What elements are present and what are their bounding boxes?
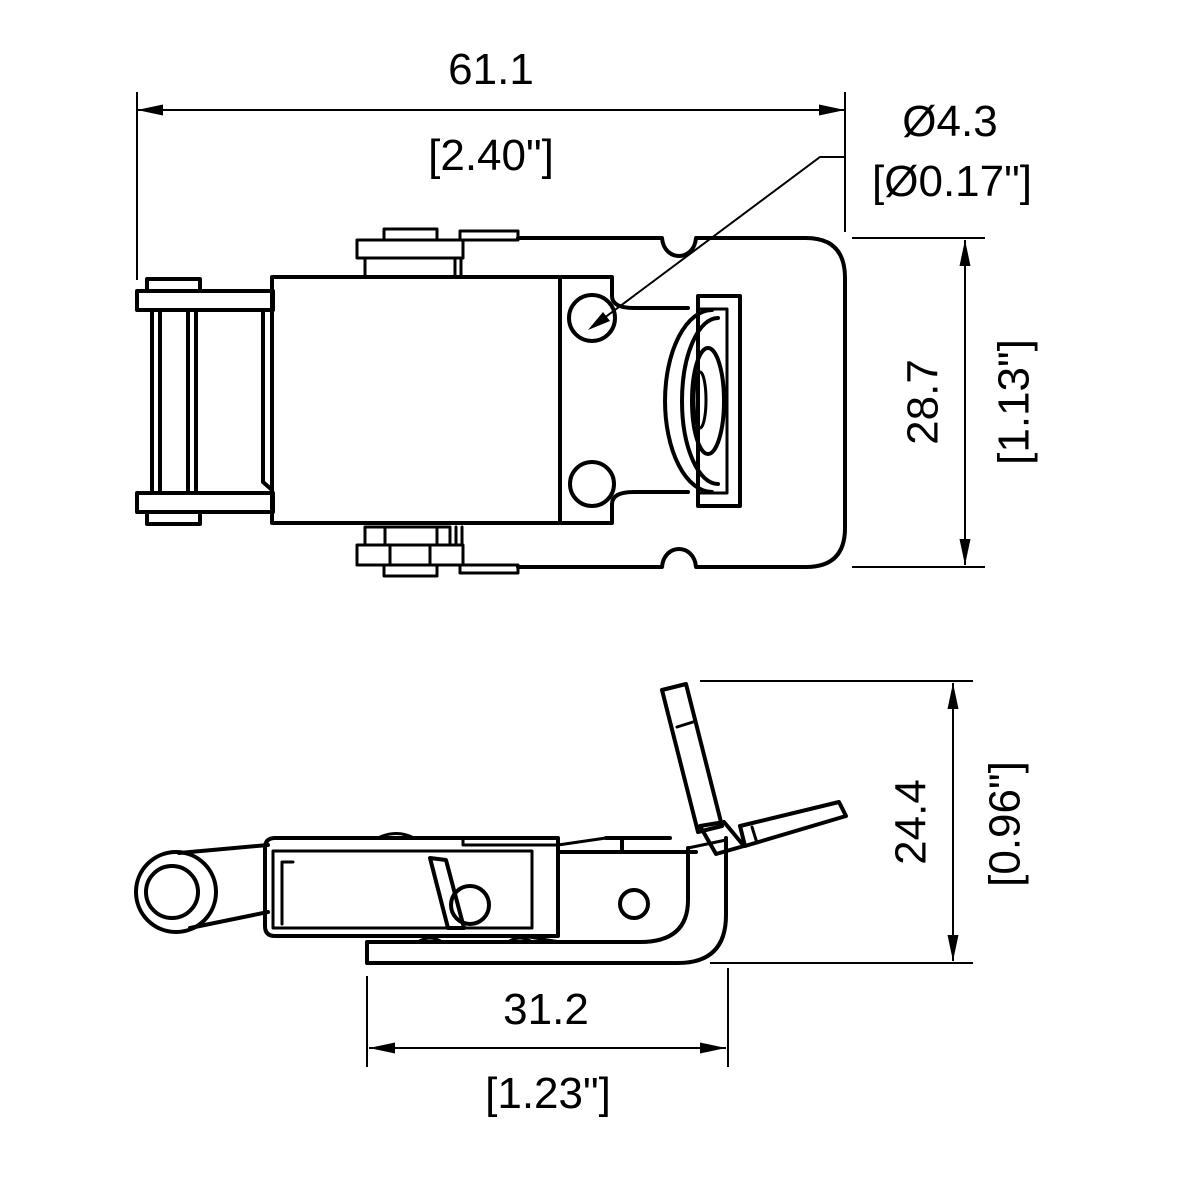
- side-view-handle-arm-steep: [660, 682, 724, 834]
- dim-width-arrow-right: [819, 104, 845, 116]
- top-view-lever-body: [270, 275, 562, 525]
- top-view-base-plate: [516, 236, 847, 569]
- dim-height-inch-label: [1.13"]: [989, 339, 1038, 465]
- dim-base-length: 31.2 [1.23"]: [366, 968, 729, 1118]
- side-view-handle-arm-shallow: [738, 800, 848, 848]
- side-view-catch-hole: [618, 888, 650, 920]
- dim-base-inch-label: [1.23"]: [485, 1069, 611, 1118]
- dim-hole-diameter: Ø4.3 [Ø0.17"]: [588, 97, 1032, 330]
- side-view-catch-arm: [556, 836, 698, 854]
- dim-base-mm-label: 31.2: [503, 985, 589, 1034]
- dim-width-inch-label: [2.40"]: [428, 131, 554, 180]
- top-view-plate-tab-top: [458, 229, 520, 242]
- top-view-keeper-frame: [696, 294, 742, 508]
- top-view-left-flange-lower: [135, 491, 275, 514]
- side-view-channel-body: [263, 836, 560, 938]
- top-view-hex-flats-bottom: [388, 543, 432, 567]
- top-view-pin-bar2-top: [363, 256, 457, 279]
- top-view-roller-pin-left: [150, 308, 162, 495]
- top-view-bracket-edge: [261, 308, 274, 492]
- dim-side-height-mm-label: 24.4: [886, 779, 935, 865]
- top-view-left-flange-upper: [135, 289, 275, 312]
- side-view-base-plate: [365, 836, 728, 965]
- top-view-left-tab-lower: [145, 510, 202, 526]
- top-view-pin-bar-top: [355, 238, 465, 260]
- dim-side-height-extension-lines: [700, 680, 973, 964]
- top-view-pin-tab-top: [382, 227, 439, 242]
- side-view-channel-inner: [271, 849, 534, 930]
- side-view-spring-bump: [376, 832, 416, 840]
- dim-hole-leader-arrow: [588, 312, 610, 330]
- dim-overall-width: 61.1 [2.40"]: [136, 45, 846, 280]
- dim-side-height-inch-label: [0.96"]: [980, 761, 1029, 887]
- top-view-keeper-eye: [690, 346, 726, 456]
- side-view-handle-arm-steep-joint-line: [675, 720, 695, 729]
- side-view-internal-lever: [428, 856, 466, 930]
- dim-base-arrow-right: [700, 1042, 726, 1054]
- top-view-pin-bar-bottom: [355, 543, 465, 567]
- side-view-top-plate-edge: [461, 836, 608, 847]
- dim-height-mm-label: 28.7: [898, 359, 947, 445]
- top-view-bed-profile-upper: [558, 275, 690, 310]
- dim-width-extension-lines: [136, 92, 846, 280]
- dim-base-extension-lines: [366, 968, 729, 1067]
- side-view-drawbar-links: [177, 843, 270, 930]
- dim-side-height: 24.4 [0.96"]: [700, 680, 1029, 964]
- dim-base-arrow-left: [369, 1042, 395, 1054]
- side-view-handle-arm-shallow-joint-line: [750, 825, 759, 845]
- dim-plate-height: 28.7 [1.13"]: [852, 237, 1038, 568]
- dim-height-arrow-top: [959, 240, 971, 266]
- dim-width-arrow-left: [137, 104, 163, 116]
- top-view-rivet-lines-top: [453, 256, 463, 279]
- dim-hole-inch-label: [Ø0.17"]: [872, 157, 1032, 206]
- dim-height-arrow-bottom: [959, 539, 971, 565]
- dim-side-height-arrow-top: [947, 683, 959, 709]
- dim-side-height-arrow-bottom: [947, 935, 959, 961]
- top-view-plate-tab-bottom: [458, 563, 520, 575]
- side-view-bracket-top: [686, 838, 728, 850]
- side-view-base-rivets: [416, 936, 534, 944]
- dim-height-extension-lines: [852, 237, 985, 568]
- side-view-pivot-pin: [449, 884, 491, 926]
- dim-hole-mm-label: Ø4.3: [902, 97, 997, 146]
- top-view-mounting-hole-lower: [568, 460, 616, 508]
- top-view-keeper-arc-outer: [663, 308, 714, 494]
- top-view-roller-pin-right: [186, 308, 198, 495]
- top-view-bed-profile-lower: [558, 490, 690, 525]
- top-view-nut-flats-bottom: [383, 525, 464, 547]
- top-view-pin-tab-bottom: [382, 563, 439, 578]
- side-view-body-base-step: [521, 934, 562, 944]
- side-view-channel-step: [280, 860, 295, 926]
- dim-width-mm-label: 61.1: [448, 45, 534, 94]
- top-view: [135, 227, 847, 578]
- side-view-eye-outer: [134, 850, 218, 934]
- top-view-keeper-slot: [692, 370, 708, 430]
- top-view-keeper-arc-inner: [680, 316, 720, 486]
- side-view-bracket-inner: [638, 846, 690, 944]
- dim-hole-leader-line: [591, 156, 845, 328]
- side-view: [134, 682, 848, 965]
- top-view-mounting-hole-upper: [567, 293, 617, 343]
- side-view-eye-inner: [144, 864, 200, 920]
